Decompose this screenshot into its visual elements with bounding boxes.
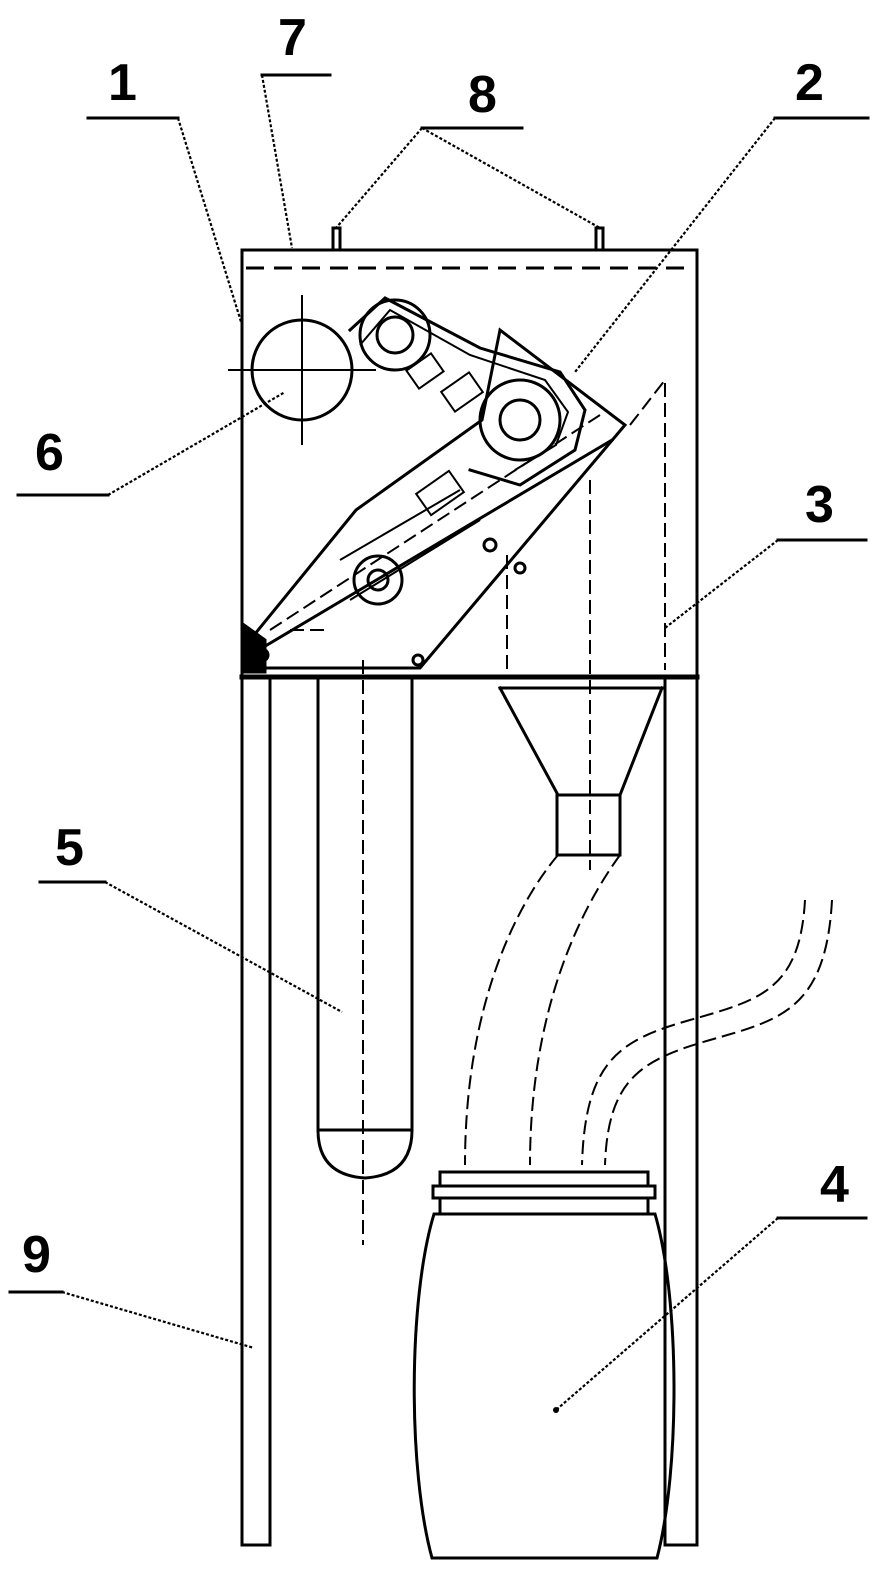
label-7: 7 [278,9,307,67]
dust-bag [316,660,414,1245]
label-3: 3 [805,476,834,534]
label-4: 4 [820,1156,849,1214]
label-5: 5 [55,819,84,877]
fan [228,295,376,445]
top-vents [331,226,605,252]
leader-lines [8,73,870,1411]
label-6: 6 [35,424,64,482]
label-2: 2 [795,54,824,112]
label-8: 8 [468,66,497,124]
collection-barrel [412,1170,676,1560]
support-legs [240,675,699,1547]
inclined-conveyor [242,296,628,674]
housing [239,248,700,680]
label-1: 1 [108,54,137,112]
label-9: 9 [22,1226,51,1284]
dashed-hopper [506,377,666,870]
discharge-hose [464,854,833,1166]
funnel [497,685,664,857]
reference-numerals: 1 7 8 2 6 3 5 4 9 [22,9,849,1284]
